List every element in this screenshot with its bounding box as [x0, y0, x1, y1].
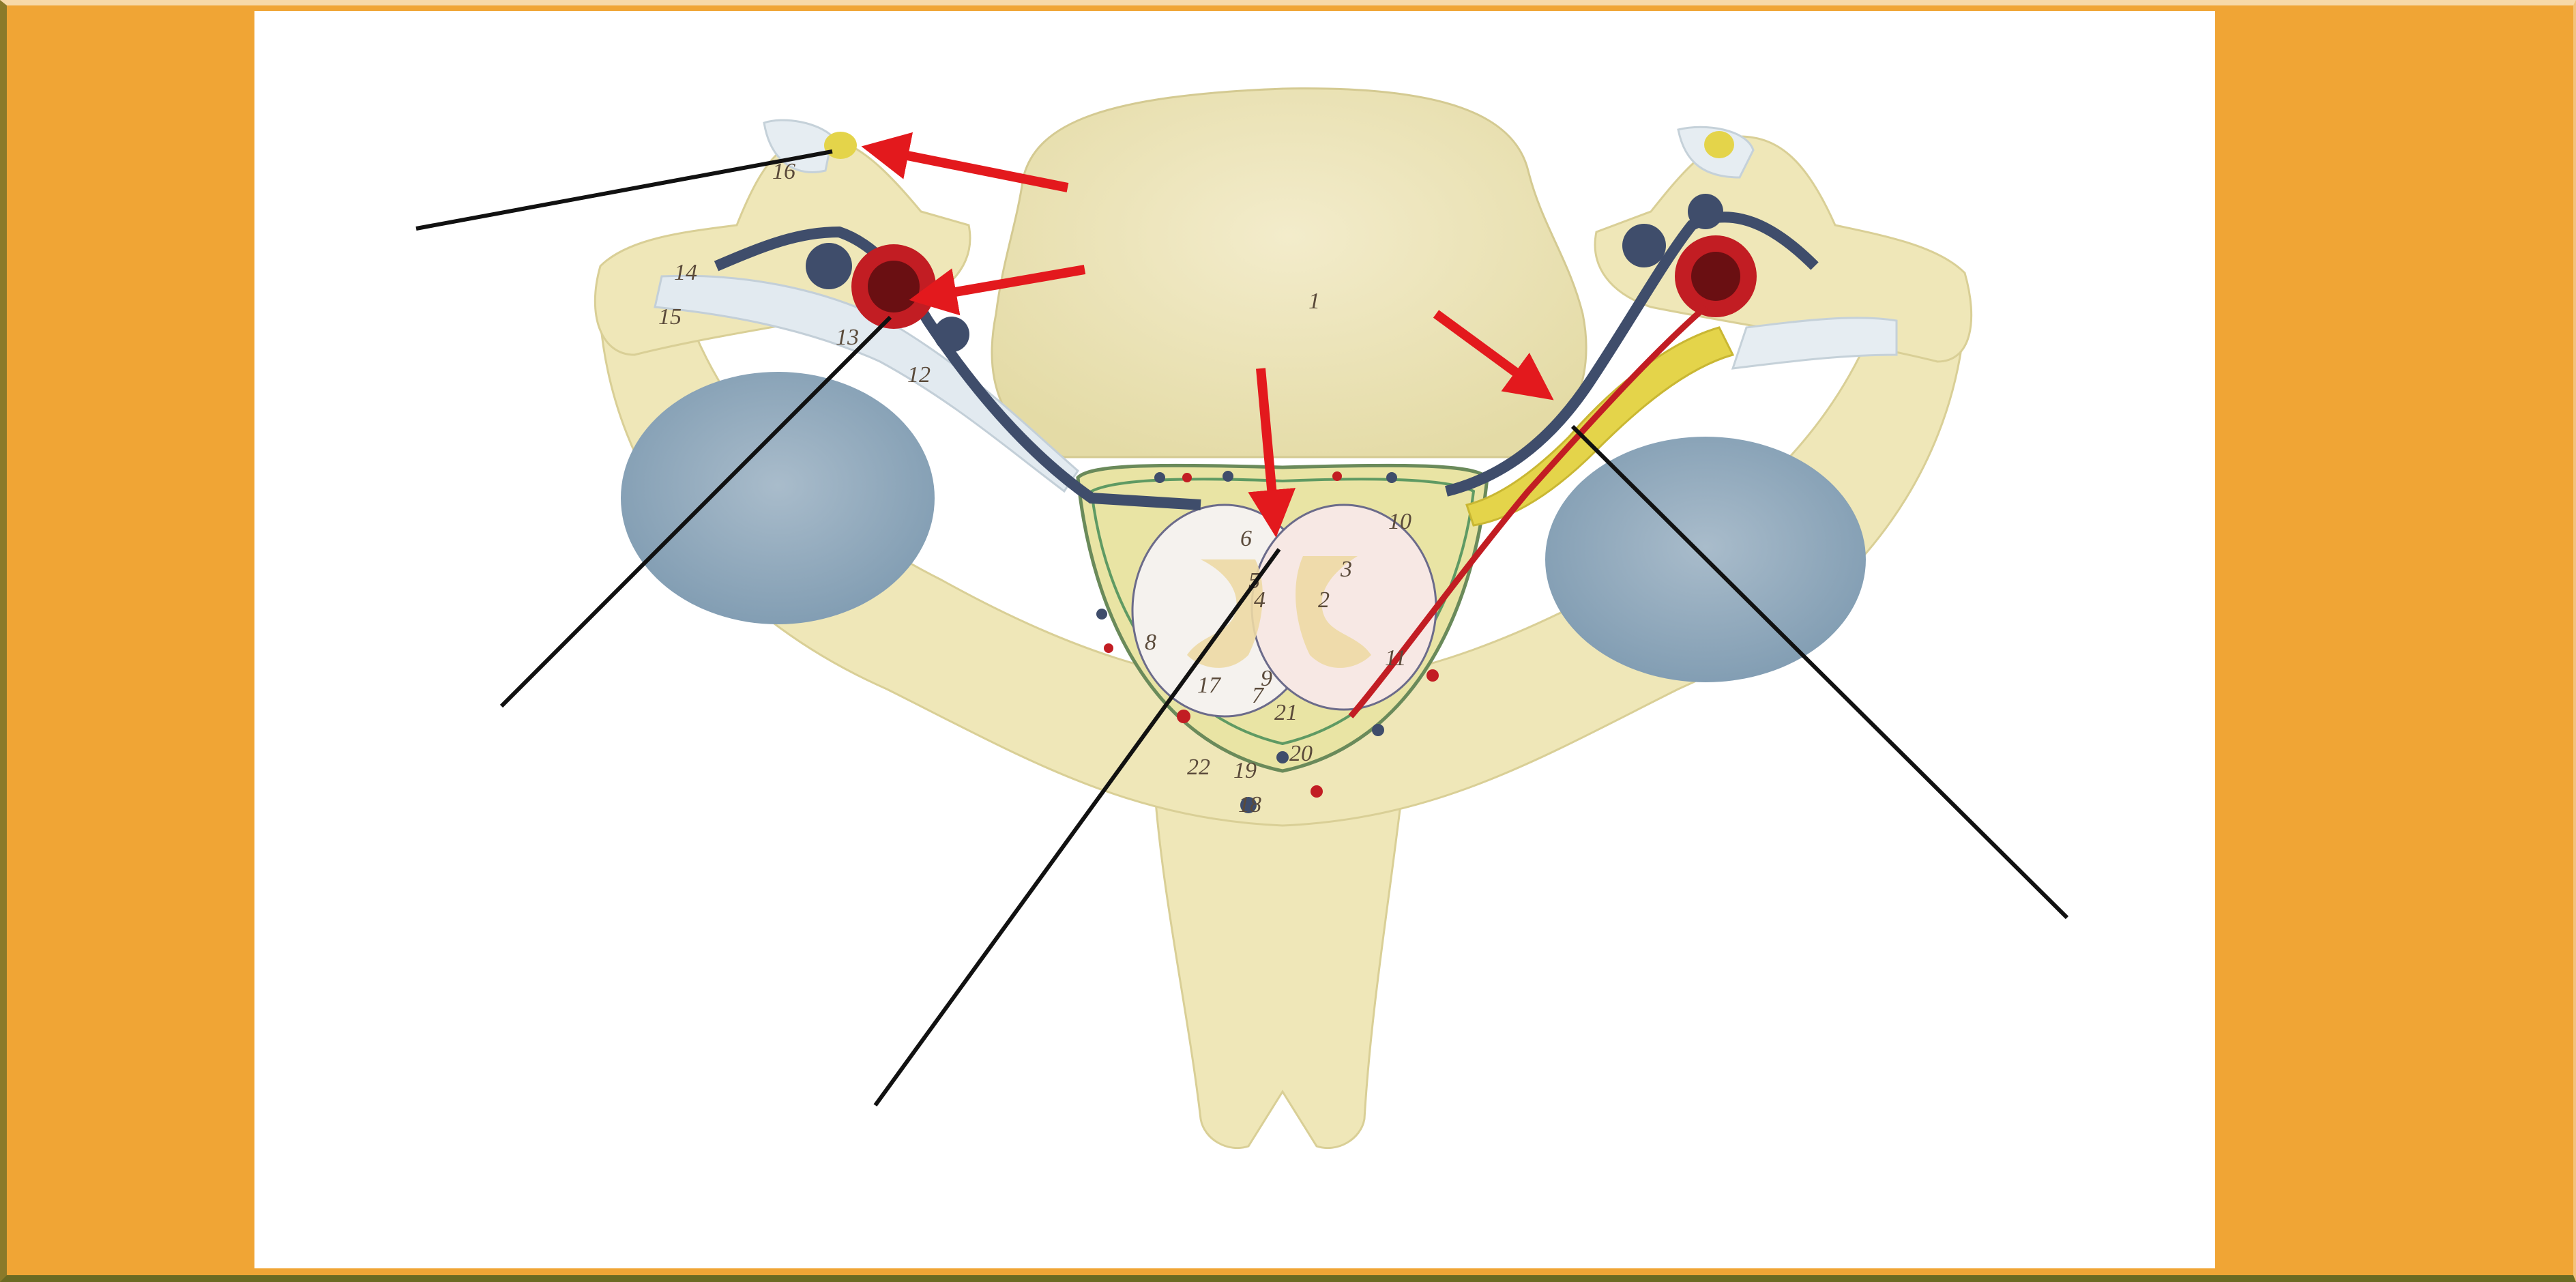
red-arrow-nerve-ganglion [861, 132, 1069, 192]
model-number-1: 1 [1308, 289, 1320, 314]
red-arrow-vertebral-artery [909, 265, 1086, 316]
model-number-22: 22 [1187, 755, 1210, 780]
epidural-vessel [1332, 471, 1342, 481]
model-number-9: 9 [1261, 666, 1272, 691]
model-number-12: 12 [907, 362, 931, 388]
leader-line-1 [415, 149, 833, 231]
model-number-8: 8 [1145, 630, 1156, 655]
model-number-19: 19 [1233, 758, 1257, 783]
left-vertebral-vein-a [806, 243, 852, 289]
left-vertebral-artery-lumen [868, 261, 920, 312]
left-ligament-band [654, 274, 1079, 493]
epidural-vessel [1386, 472, 1397, 483]
epidural-vessel [1096, 609, 1107, 620]
left-articular-facet [621, 372, 935, 624]
epidural-vessel [1182, 473, 1192, 482]
right-vertebral-vein-a [1622, 224, 1666, 267]
model-number-15: 15 [658, 304, 682, 330]
left-vertebral-vein-b [934, 317, 969, 352]
right-nerve-ganglion [1704, 131, 1734, 158]
leader-line-2 [499, 315, 892, 708]
epidural-vessel [1426, 669, 1439, 682]
right-spinal-nerve [1465, 326, 1735, 527]
spinous-process [1152, 763, 1407, 1150]
right-transverse-band [1731, 317, 1898, 370]
model-number-10: 10 [1388, 509, 1411, 534]
model-number-4: 4 [1254, 587, 1265, 613]
right-radicular-artery [1348, 304, 1708, 718]
model-number-14: 14 [674, 260, 697, 285]
right-vertebral-artery-lumen [1691, 252, 1740, 301]
model-number-11: 11 [1385, 645, 1406, 671]
epidural-vessel [1240, 797, 1257, 813]
model-number-18: 18 [1238, 792, 1261, 817]
epidural-vessel [1372, 724, 1384, 736]
epidural-vessel [1154, 472, 1165, 483]
model-number-2: 2 [1318, 587, 1330, 613]
model-number-3: 3 [1340, 557, 1352, 582]
epidural-vessel [1311, 785, 1323, 798]
model-number-6: 6 [1240, 526, 1252, 551]
epidural-vessel [1223, 471, 1233, 482]
model-number-17: 17 [1197, 673, 1222, 698]
epidural-vessel [1104, 643, 1113, 653]
red-arrow-spinal-cord [1248, 368, 1296, 538]
left-nerve-ganglion [824, 132, 857, 159]
grey-matter-left [1187, 559, 1263, 668]
leader-line-3 [873, 548, 1281, 1107]
vertebral-arch [599, 299, 1966, 827]
model-number-13: 13 [836, 325, 859, 350]
model-number-7: 7 [1252, 683, 1265, 708]
right-vein-tract [1445, 212, 1819, 497]
epidural-vessel [1177, 710, 1190, 723]
model-number-21: 21 [1274, 700, 1298, 725]
vertebral-body [991, 87, 1587, 458]
spinal-cord-right-half [1250, 504, 1437, 711]
leader-line-4 [1570, 424, 2069, 920]
grey-matter-right [1296, 556, 1371, 668]
epidural-vessel [1276, 751, 1289, 763]
red-arrow-spinal-nerve [1433, 310, 1554, 400]
right-vertebral-vein-b [1688, 194, 1723, 229]
model-number-20: 20 [1289, 741, 1313, 766]
